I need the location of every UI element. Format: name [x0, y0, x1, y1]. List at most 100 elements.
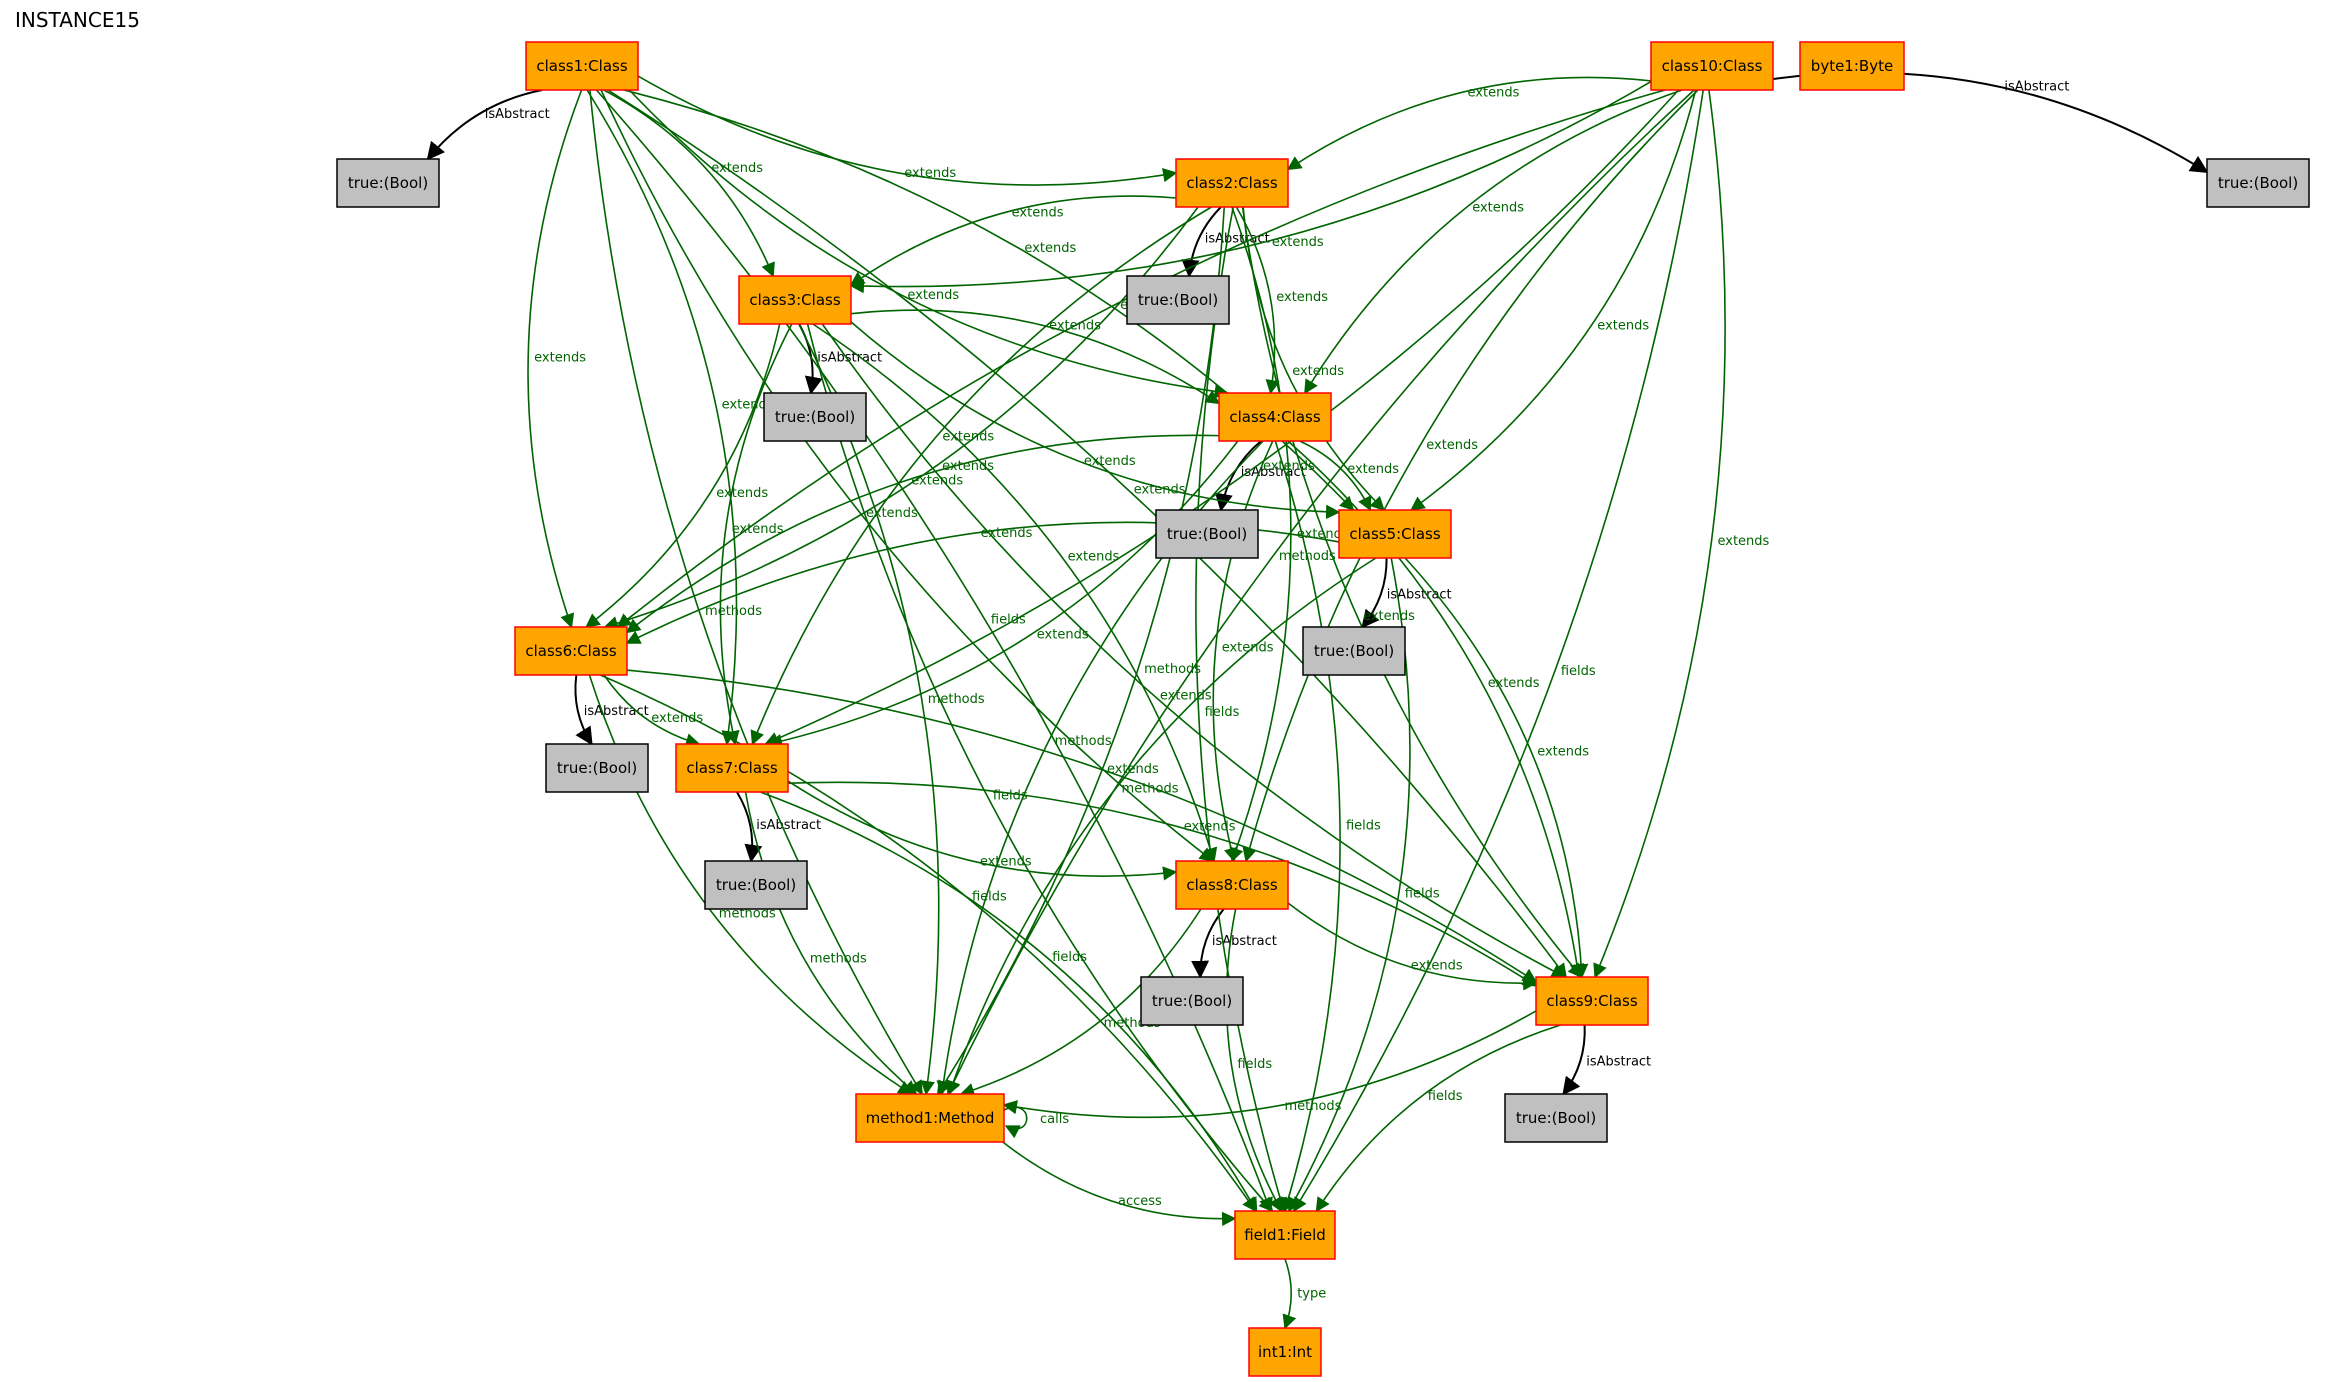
node-box[interactable]: [545, 743, 649, 793]
node-box[interactable]: [1302, 626, 1406, 676]
edge-label: fields: [972, 890, 1007, 905]
edge-class8-class9: extends: [1287, 902, 1538, 991]
node-box[interactable]: [1338, 509, 1452, 559]
node-b9[interactable]: true:(Bool): [1504, 1093, 1608, 1143]
edge-line: [1293, 89, 1705, 1213]
edge-line: [1287, 902, 1538, 991]
edge-class4-class5: extends: [1299, 440, 1399, 512]
edge-class1-method1: methods: [589, 89, 923, 1096]
node-b3[interactable]: true:(Bool): [763, 392, 867, 442]
edge-label: fields: [1205, 705, 1240, 720]
edge-label: extends: [1297, 527, 1349, 542]
edge-label: methods: [1144, 662, 1201, 677]
edge-class9-field1: fields: [1315, 1024, 1561, 1213]
node-box[interactable]: [738, 275, 852, 325]
node-class8[interactable]: class8:Class: [1175, 860, 1289, 910]
edge-class4-class7: extends: [767, 440, 1239, 749]
edge-class4-class8: extends: [1212, 440, 1274, 863]
node-box[interactable]: [336, 158, 440, 208]
node-box[interactable]: [2206, 158, 2310, 208]
edge-line: [850, 321, 1341, 520]
node-class2[interactable]: class2:Class: [1175, 158, 1289, 208]
node-method1[interactable]: method1:Method: [855, 1093, 1005, 1143]
node-box[interactable]: [525, 41, 639, 91]
node-class4[interactable]: class4:Class: [1218, 392, 1332, 442]
node-byte1[interactable]: byte1:Byte: [1799, 41, 1905, 91]
node-class7[interactable]: class7:Class: [675, 743, 789, 793]
node-class1[interactable]: class1:Class: [525, 41, 639, 91]
edge-line: [946, 557, 1377, 1096]
edge-line: [603, 89, 775, 278]
edge-line: [589, 89, 923, 1096]
edge-label: extends: [534, 351, 586, 366]
node-b2[interactable]: true:(Bool): [1126, 275, 1230, 325]
node-label: class7:Class: [686, 759, 777, 777]
edge-line: [637, 75, 1178, 186]
edge-line: [821, 323, 1566, 978]
edge-class3-class5: extends: [850, 321, 1341, 520]
edge-label: isAbstract: [2004, 80, 2069, 95]
edge-class7-class9: extends: [787, 781, 1538, 987]
node-box[interactable]: [514, 626, 628, 676]
node-box[interactable]: [1126, 275, 1230, 325]
node-box[interactable]: [704, 860, 808, 910]
edge-label: isAbstract: [1586, 1054, 1651, 1069]
edge-label: extends: [1537, 745, 1589, 760]
edge-class2-class3: extends: [849, 195, 1177, 286]
node-box[interactable]: [1155, 509, 1259, 559]
node-box[interactable]: [1504, 1093, 1608, 1143]
node-class5[interactable]: class5:Class: [1338, 509, 1452, 559]
edge-line: [616, 89, 1666, 628]
node-b10[interactable]: true:(Bool): [2206, 158, 2310, 208]
edge-line: [595, 89, 1273, 1213]
node-box[interactable]: [1535, 976, 1649, 1026]
node-box[interactable]: [1234, 1210, 1336, 1260]
edge-line: [1225, 908, 1283, 1213]
node-box[interactable]: [675, 743, 789, 793]
node-class10[interactable]: class10:Class: [1650, 41, 1774, 91]
node-b5[interactable]: true:(Bool): [1302, 626, 1406, 676]
node-label: true:(Bool): [1167, 525, 1247, 543]
node-label: class4:Class: [1229, 408, 1320, 426]
node-b4[interactable]: true:(Bool): [1155, 509, 1259, 559]
node-box[interactable]: [1218, 392, 1332, 442]
node-box[interactable]: [763, 392, 867, 442]
node-class3[interactable]: class3:Class: [738, 275, 852, 325]
node-b6[interactable]: true:(Bool): [545, 743, 649, 793]
node-box[interactable]: [855, 1093, 1005, 1143]
edge-line: [574, 674, 593, 746]
edge-label: isAbstract: [756, 818, 821, 833]
edge-label: methods: [810, 951, 867, 966]
node-int1[interactable]: int1:Int: [1248, 1327, 1322, 1377]
node-class6[interactable]: class6:Class: [514, 626, 628, 676]
edge-line: [1304, 89, 1683, 395]
edge-line: [744, 791, 918, 1095]
edge-class10-class9: extends: [1593, 89, 1770, 979]
node-box[interactable]: [1799, 41, 1905, 91]
node-b8[interactable]: true:(Bool): [1140, 976, 1244, 1026]
node-field1[interactable]: field1:Field: [1234, 1210, 1336, 1260]
edge-line: [626, 669, 1538, 983]
edge-class9-method1: methods: [1002, 1010, 1537, 1119]
node-label: class9:Class: [1546, 992, 1637, 1010]
edge-label: extends: [1160, 689, 1212, 704]
edge-label: extends: [651, 711, 703, 726]
edge-line: [1286, 76, 1652, 171]
node-box[interactable]: [1140, 976, 1244, 1026]
node-class9[interactable]: class9:Class: [1535, 976, 1649, 1026]
node-b1[interactable]: true:(Bool): [336, 158, 440, 208]
node-box[interactable]: [1175, 860, 1289, 910]
edges-layer: isAbstractisAbstractisAbstractisAbstract…: [426, 71, 2209, 1330]
node-box[interactable]: [1175, 158, 1289, 208]
node-label: true:(Bool): [775, 408, 855, 426]
node-b7[interactable]: true:(Bool): [704, 860, 808, 910]
node-box[interactable]: [1650, 41, 1774, 91]
edge-line: [787, 781, 1538, 987]
edge-class4-class6: extends: [625, 434, 1220, 634]
edge-class10-class8: extends: [1242, 89, 1699, 863]
edge-label: type: [1297, 1287, 1326, 1302]
edge-line: [936, 206, 1226, 1096]
edge-label: methods: [719, 906, 776, 921]
node-box[interactable]: [1248, 1327, 1322, 1377]
edge-label: extends: [1597, 319, 1649, 334]
